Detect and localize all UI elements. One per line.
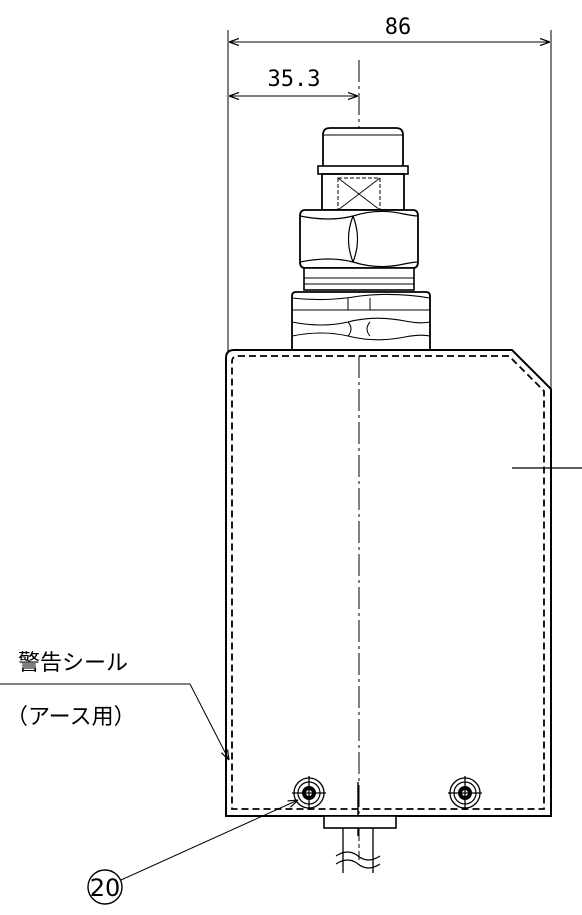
dimension-text-86: 86 <box>385 15 412 40</box>
cable-gland <box>323 815 397 873</box>
balloon-number: 20 <box>90 874 121 902</box>
hex-nut-lower <box>291 291 431 351</box>
square-drive <box>337 177 381 211</box>
callout-leader <box>189 683 229 760</box>
dimension-center-offset: 35.3 <box>229 67 358 96</box>
thread-section <box>303 267 415 291</box>
screw-right <box>448 776 482 810</box>
callout-label-line2: （アース用） <box>6 705 136 730</box>
dimension-text-35-3: 35.3 <box>268 67 321 92</box>
housing <box>225 349 552 817</box>
screw-left <box>292 776 326 810</box>
hex-nut-upper <box>299 209 419 269</box>
balloon-20: 20 <box>87 800 298 905</box>
callout-warning-seal: 警告シール （アース用） <box>0 651 229 760</box>
dimension-overall-width: 86 <box>227 15 552 388</box>
fitting-cap <box>317 127 409 211</box>
balloon-leader <box>120 800 298 881</box>
balloon-circle <box>87 869 123 905</box>
callout-label-line1: 警告シール <box>18 651 128 676</box>
